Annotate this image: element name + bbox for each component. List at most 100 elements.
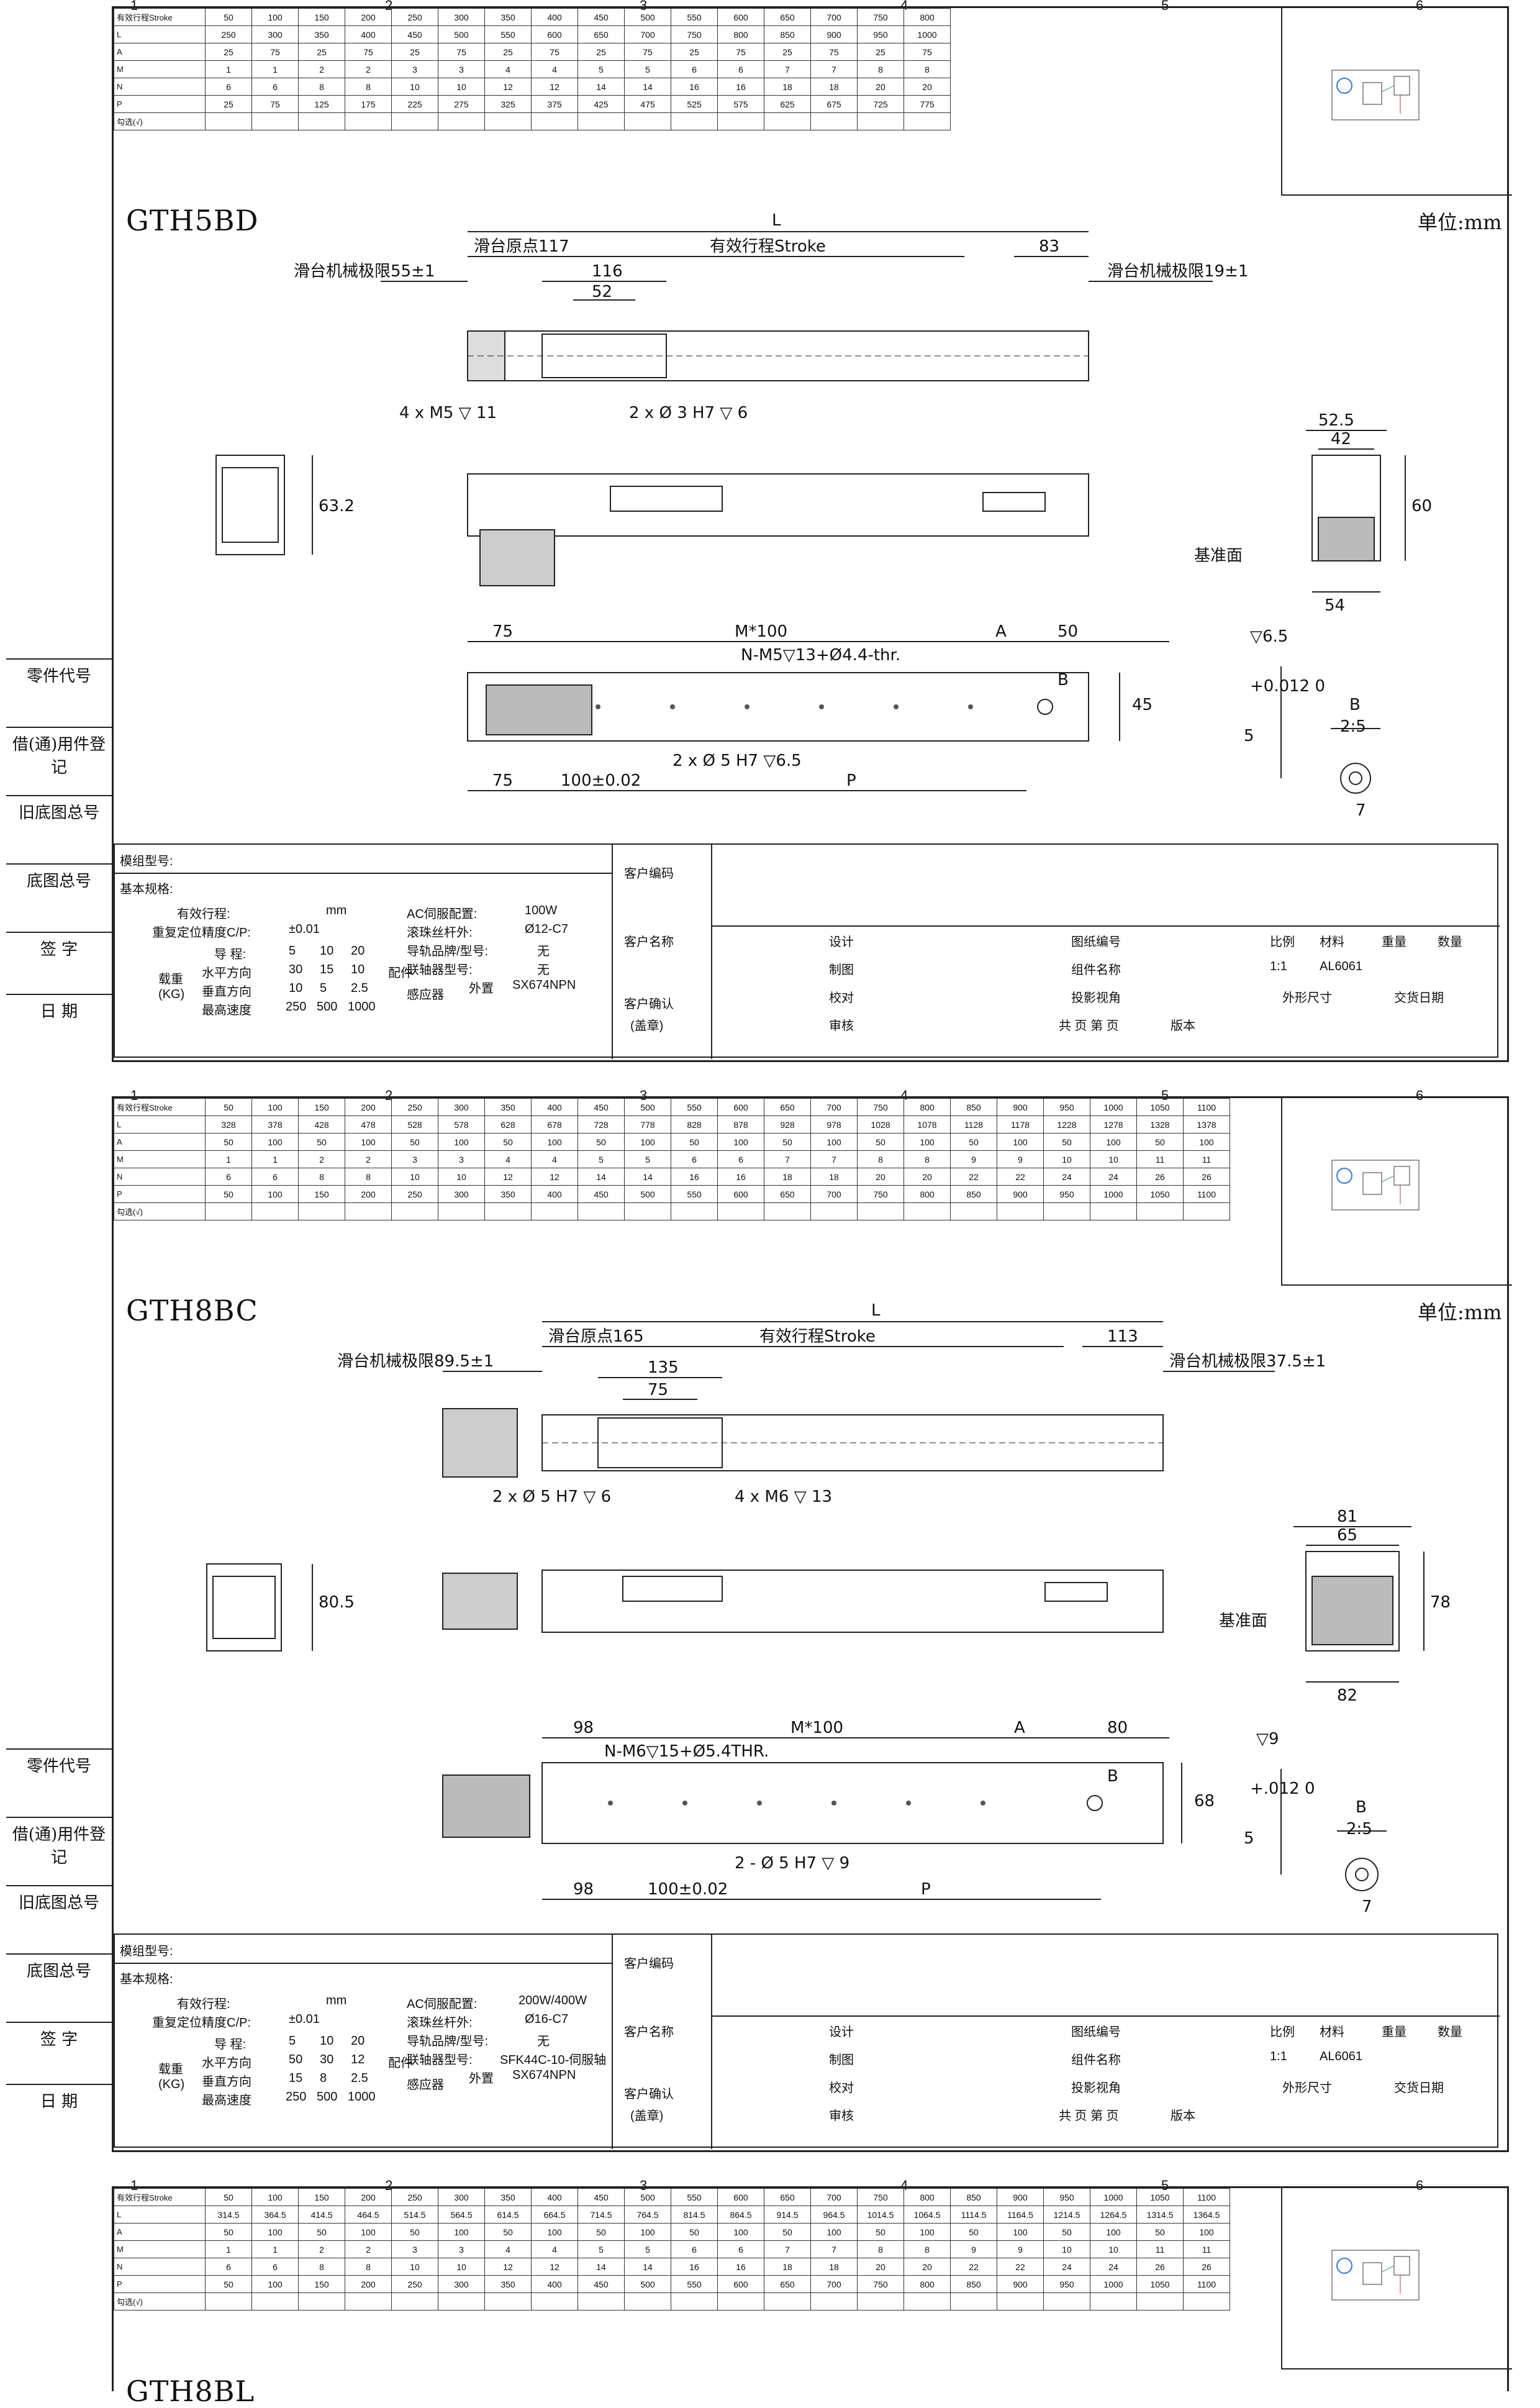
dim-origin: 滑台原点165: [548, 1327, 644, 1346]
spec-cell: 550: [671, 2188, 718, 2206]
zone-numbers-2: 1 2 3 4 5 6: [112, 1088, 1509, 1103]
spec-cell: 850: [950, 1098, 997, 1116]
spec-cell: 9: [950, 1150, 997, 1168]
lead-label: 导 程:: [214, 2038, 247, 2051]
assembly-label: 组件名称: [1071, 963, 1121, 977]
spec-cell: 100: [624, 1133, 671, 1151]
spec-cell: [950, 1202, 997, 1220]
spec-cell: 100: [997, 1133, 1044, 1151]
spec-cell: 775: [904, 95, 951, 113]
projection-label: 投影视角: [1071, 2081, 1121, 2095]
dim-left-off: 98: [573, 1719, 594, 1737]
view-b: B: [1058, 671, 1069, 689]
spec-cell: 50: [857, 2223, 904, 2241]
customer-confirm: 客户确认: [624, 2088, 674, 2101]
spec-cell: 20: [904, 1168, 951, 1186]
spec-cell: 250: [205, 25, 252, 43]
spec-cell: 414.5: [298, 2206, 345, 2224]
spec-row-header: M: [114, 60, 206, 78]
spec-cell: [997, 1202, 1044, 1220]
spec-cell: 614.5: [484, 2206, 532, 2224]
spec-cell: [1090, 1202, 1137, 1220]
spec-row-header: N: [114, 1168, 206, 1186]
stroke-label: 有效行程:: [177, 1997, 230, 2011]
dim-right-off: 80: [1107, 1719, 1128, 1737]
speed-1: 250: [286, 1000, 307, 1014]
spec-cell: [345, 2292, 392, 2310]
spec-cell: 22: [997, 2258, 1044, 2276]
customer-confirm: 客户确认: [624, 997, 674, 1011]
spec-cell: 2: [345, 1150, 392, 1168]
outline-label: 外形尺寸: [1282, 991, 1332, 1005]
spec-cell: 914.5: [764, 2206, 811, 2224]
motor-side: [479, 529, 555, 586]
spec-cell: 700: [810, 1098, 858, 1116]
spec-cell: 50: [578, 1133, 625, 1151]
dim-slider-w: 135: [648, 1358, 679, 1377]
detail-hole: [1345, 1858, 1379, 1891]
spec-cell: 1050: [1136, 2275, 1184, 2293]
spec-cell: 675: [810, 95, 858, 113]
config-label: 配件: [388, 2056, 413, 2070]
side-label-date: 日 期: [6, 994, 112, 1022]
spec-cell: 16: [717, 1168, 764, 1186]
spec-cell: 5: [624, 60, 671, 78]
spec-cell: [438, 2292, 485, 2310]
dim-pitch: M*100: [790, 1719, 843, 1737]
spec-cell: [391, 112, 438, 130]
spec-cell: 100: [438, 2223, 485, 2241]
spec-cell: 800: [717, 25, 764, 43]
detail-tol: +0.012 0: [1250, 677, 1325, 696]
spec-cell: 350: [298, 25, 345, 43]
spec-cell: 12: [531, 2258, 578, 2276]
spec-cell: 1: [205, 1150, 252, 1168]
spec-cell: 6: [251, 78, 299, 96]
dim-left-limit: 滑台机械极限55±1: [294, 262, 435, 281]
draw-label: 制图: [829, 963, 854, 977]
scale-label: 比例: [1270, 935, 1295, 949]
spec-cell: [438, 112, 485, 130]
dim-L: L: [772, 211, 781, 230]
sensor-label: 感应器: [407, 988, 444, 1002]
spec-cell: 4: [484, 2240, 532, 2258]
spec-cell: 750: [857, 8, 904, 26]
spec-cell: 450: [578, 1185, 625, 1203]
lead-1: 5: [289, 2034, 296, 2048]
spec-cell: 900: [997, 2188, 1044, 2206]
spec-cell: 850: [950, 2275, 997, 2293]
spec-cell: 100: [1183, 1133, 1230, 1151]
motor-top: [442, 1408, 518, 1478]
spec-cell: 50: [391, 1133, 438, 1151]
spec-cell: [671, 1202, 718, 1220]
scale-value: 1:1: [1270, 960, 1287, 973]
dim-sec-w1: 81: [1337, 1507, 1357, 1526]
spec-cell: [1183, 2292, 1230, 2310]
spec-cell: 26: [1183, 1168, 1230, 1186]
spec-cell: 3: [391, 2240, 438, 2258]
spec-cell: 100: [251, 8, 299, 26]
spec-cell: 50: [391, 2223, 438, 2241]
speed-label: 最高速度: [202, 2094, 251, 2107]
spec-row-header: L: [114, 25, 206, 43]
spec-cell: 25: [391, 43, 438, 61]
spec-cell: [671, 112, 718, 130]
dim-pin-b: 2 x Ø 5 H7 ▽6.5: [673, 752, 802, 770]
spec-cell: 475: [624, 95, 671, 113]
spec-cell: [1136, 1202, 1184, 1220]
spec-cell: 10: [438, 78, 485, 96]
spec-cell: 25: [671, 43, 718, 61]
sensor-value: SX674NPN: [512, 2068, 576, 2082]
spec-cell: 4: [484, 60, 532, 78]
pages-label: 共 页 第 页: [1059, 2109, 1119, 2123]
motor-bottom: [486, 684, 592, 735]
spec-cell: 300: [251, 25, 299, 43]
spec-cell: 3: [391, 1150, 438, 1168]
spec-cell: 8: [857, 60, 904, 78]
spec-cell: [531, 112, 578, 130]
spec-cell: 8: [345, 2258, 392, 2276]
lead-2: 10: [320, 2034, 334, 2048]
side-label-borrowed: 借(通)用件登记: [6, 1817, 112, 1868]
spec-cell: 150: [298, 1185, 345, 1203]
